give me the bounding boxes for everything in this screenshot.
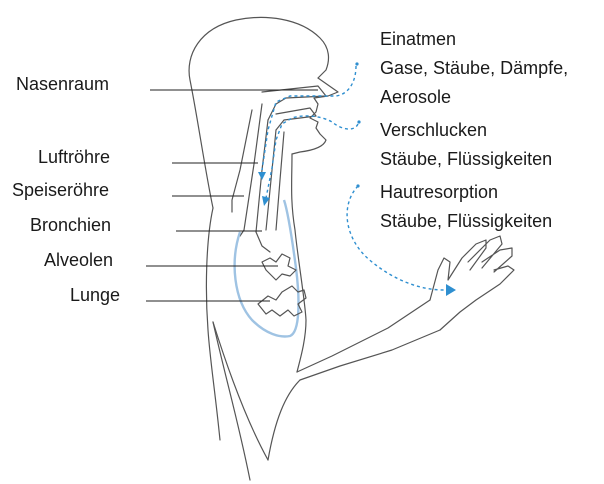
label-luftroehre: Luftröhre [38, 147, 110, 167]
forearm-upper [297, 300, 430, 372]
inhalation-origin-dot [355, 62, 358, 65]
ingestion-origin-dot [357, 120, 360, 123]
label-haut-title: Hautresorption [380, 182, 498, 202]
label-lunge: Lunge [70, 285, 120, 305]
organ-labels: Nasenraum Luftröhre Speiseröhre Bronchie… [12, 74, 120, 305]
label-nasenraum: Nasenraum [16, 74, 109, 94]
label-haut-line1: Stäube, Flüssigkeiten [380, 211, 552, 231]
label-verschlucken-title: Verschlucken [380, 120, 487, 140]
esophagus-outline [266, 130, 276, 230]
airway-structures [232, 86, 326, 252]
alveoli-upper [262, 254, 296, 280]
arm-outer [213, 322, 250, 480]
label-bronchien: Bronchien [30, 215, 111, 235]
esophagus-outline-2 [276, 132, 284, 230]
label-alveolen: Alveolen [44, 250, 113, 270]
label-einatmen-line1: Gase, Stäube, Dämpfe, [380, 58, 568, 78]
neck-chest-front [292, 154, 306, 372]
oral-cavity [276, 108, 316, 130]
inhalation-arrowhead [258, 172, 266, 180]
trachea-outline [240, 104, 262, 236]
label-verschlucken-line1: Stäube, Flüssigkeiten [380, 149, 552, 169]
bronchus-line [256, 232, 270, 252]
hand-outline [430, 236, 514, 330]
arm-shoulder [213, 322, 268, 460]
label-einatmen-title: Einatmen [380, 29, 456, 49]
inhalation-route-arrow [262, 66, 356, 170]
label-einatmen-line2: Aerosole [380, 87, 451, 107]
dermal-origin-dot [356, 184, 359, 187]
head-outline [189, 17, 328, 208]
body-outline [189, 17, 514, 480]
dermal-arrowhead [446, 284, 456, 296]
label-speiseroehre: Speiseröhre [12, 180, 109, 200]
route-labels: Einatmen Gase, Stäube, Dämpfe, Aerosole … [380, 29, 568, 231]
forearm-lower [268, 380, 300, 460]
